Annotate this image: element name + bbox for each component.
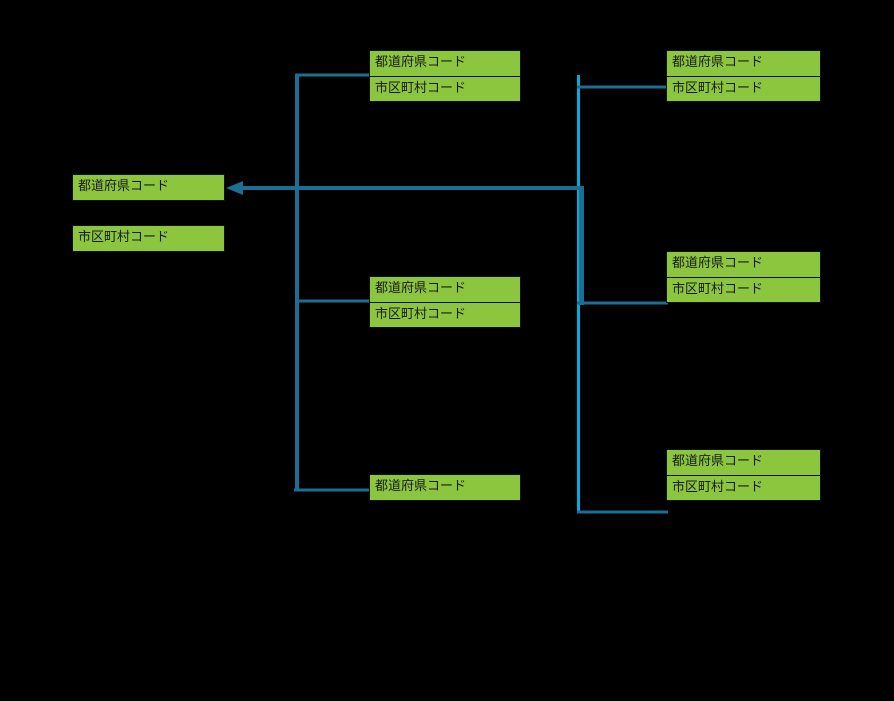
right-top-prefecture-label: 都道府県コード: [667, 51, 820, 76]
right-bottom-municipality-label: 市区町村コード: [667, 475, 820, 500]
mid-column-bottom-node[interactable]: 都道府県コード: [369, 474, 521, 501]
right-column-middle-node[interactable]: 都道府県コード 市区町村コード: [666, 251, 821, 303]
root-municipality-label: 市区町村コード: [73, 226, 224, 251]
right-column-bottom-node[interactable]: 都道府県コード 市区町村コード: [666, 449, 821, 501]
root-prefecture-node[interactable]: 都道府県コード: [72, 174, 225, 201]
arrow-head-icon: [226, 181, 243, 195]
mid-bottom-prefecture-label: 都道府県コード: [370, 475, 520, 500]
mid-column-top-node[interactable]: 都道府県コード 市区町村コード: [369, 50, 521, 102]
right-middle-municipality-label: 市区町村コード: [667, 277, 820, 302]
root-prefecture-label: 都道府県コード: [73, 175, 224, 200]
right-top-municipality-label: 市区町村コード: [667, 76, 820, 101]
mid-top-prefecture-label: 都道府県コード: [370, 51, 520, 76]
mid-column-middle-node[interactable]: 都道府県コード 市区町村コード: [369, 276, 521, 328]
right-middle-prefecture-label: 都道府県コード: [667, 252, 820, 277]
root-municipality-node[interactable]: 市区町村コード: [72, 225, 225, 252]
right-column-top-node[interactable]: 都道府県コード 市区町村コード: [666, 50, 821, 102]
mid-top-municipality-label: 市区町村コード: [370, 76, 520, 101]
right-bottom-prefecture-label: 都道府県コード: [667, 450, 820, 475]
mid-middle-municipality-label: 市区町村コード: [370, 302, 520, 327]
mid-middle-prefecture-label: 都道府県コード: [370, 277, 520, 302]
